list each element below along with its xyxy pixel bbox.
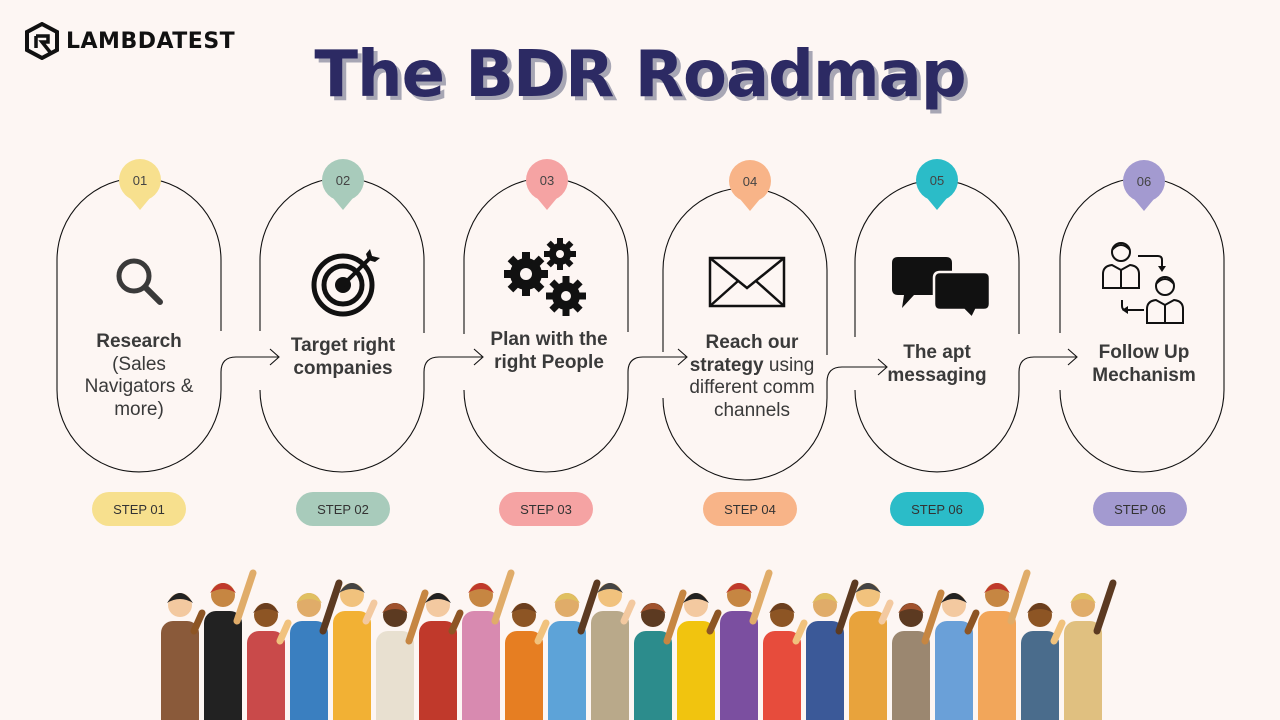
person-figure: [333, 583, 378, 720]
person-figure: [204, 569, 257, 720]
step-number-pin: 02: [322, 159, 364, 210]
step-number-pin: 05: [916, 159, 958, 210]
gears-icon: [504, 238, 586, 316]
person-figure: [763, 603, 808, 720]
step-title: Reach our strategy: [689, 332, 799, 376]
step-title: Plan with the right People: [490, 329, 608, 373]
person-figure: [806, 579, 859, 720]
person-figure: [247, 603, 292, 720]
envelope-icon: [708, 256, 786, 308]
step-badge: STEP 03: [499, 492, 593, 526]
step-number-pin: 06: [1123, 160, 1165, 211]
person-figure: [720, 569, 773, 720]
target-icon: [311, 249, 380, 317]
follow-up-icon: [1102, 242, 1184, 324]
step-title: Target right companies: [290, 335, 396, 379]
people-crowd-illustration: [161, 569, 1117, 720]
step-number-pin: 04: [729, 160, 771, 211]
step-badge: STEP 01: [92, 492, 186, 526]
step-badge: STEP 02: [296, 492, 390, 526]
step-label: Follow Up Mechanism: [1078, 342, 1210, 387]
brand-logo: LAMBDATEST: [24, 22, 235, 60]
person-figure: [1021, 603, 1066, 720]
step-title: Follow Up Mechanism: [1092, 342, 1196, 386]
page-title: The BDR Roadmap: [314, 38, 966, 112]
person-figure: [290, 579, 343, 720]
person-figure: [978, 569, 1031, 720]
step-badge: STEP 06: [890, 492, 984, 526]
step-label: Plan with the right People: [490, 329, 608, 374]
step-description: using different comm channels: [689, 354, 815, 421]
person-figure: [849, 583, 894, 720]
person-figure: [1064, 579, 1117, 720]
step-badge: STEP 06: [1093, 492, 1187, 526]
person-figure: [462, 569, 515, 720]
person-figure: [677, 593, 722, 720]
person-figure: [548, 579, 601, 720]
person-figure: [161, 593, 206, 720]
step-title: The apt messaging: [887, 342, 987, 386]
step-label: Reach our strategy using different comm …: [682, 332, 822, 422]
person-figure: [591, 583, 636, 720]
search-icon: [116, 258, 163, 305]
step-title: Research: [96, 331, 182, 352]
chat-icon: [892, 257, 990, 318]
person-figure: [892, 589, 945, 720]
step-description: (Sales Navigators & more): [84, 353, 194, 420]
step-label: Research (Sales Navigators & more): [65, 331, 213, 421]
step-label: Target right companies: [270, 335, 416, 380]
brand-name: LAMBDATEST: [66, 28, 236, 54]
step-badge: STEP 04: [703, 492, 797, 526]
lambdatest-logo-icon: [25, 22, 59, 60]
step-number-pin: 03: [526, 159, 568, 210]
step-label: The apt messaging: [872, 342, 1002, 387]
person-figure: [935, 593, 980, 720]
person-figure: [376, 589, 429, 720]
step-number-pin: 01: [119, 159, 161, 210]
person-figure: [634, 589, 687, 720]
person-figure: [419, 593, 464, 720]
person-figure: [505, 603, 550, 720]
